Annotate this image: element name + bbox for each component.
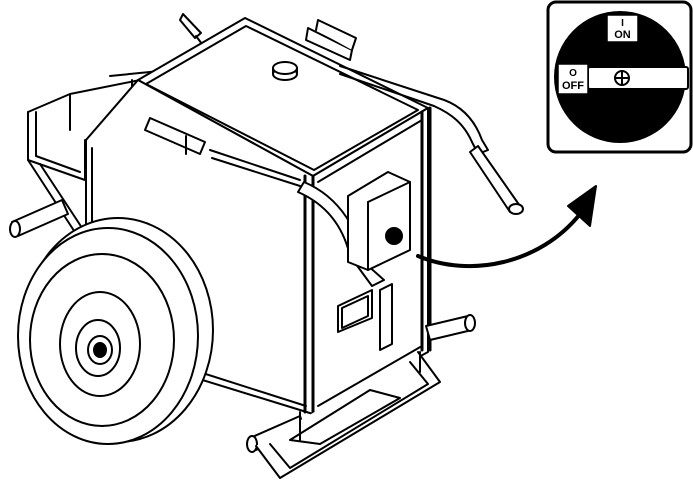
off-label-box: [557, 63, 589, 95]
vertical-slot: [379, 283, 393, 351]
handle-bar: [339, 65, 524, 215]
switch-box: [347, 171, 411, 271]
curved-arrow-icon: [416, 185, 597, 269]
switch-knob-bar: [587, 66, 689, 90]
lifting-bar: [305, 19, 357, 61]
on-label: ON: [614, 29, 631, 41]
side-handle: [144, 117, 206, 155]
side-peg: [9, 199, 69, 238]
on-numeral: I: [621, 18, 624, 29]
off-numeral: O: [569, 68, 577, 79]
pipe: [209, 149, 301, 187]
front-stand: [246, 314, 476, 479]
wheel: [17, 217, 214, 445]
cabinet-body: [85, 17, 432, 416]
on-label-box: [606, 14, 639, 43]
crosshair-icon: [614, 70, 630, 86]
nameplate: [337, 289, 373, 333]
switch-inset: I ON O OFF: [546, 0, 693, 154]
off-label: OFF: [562, 80, 584, 92]
filler-cap: [272, 61, 298, 81]
